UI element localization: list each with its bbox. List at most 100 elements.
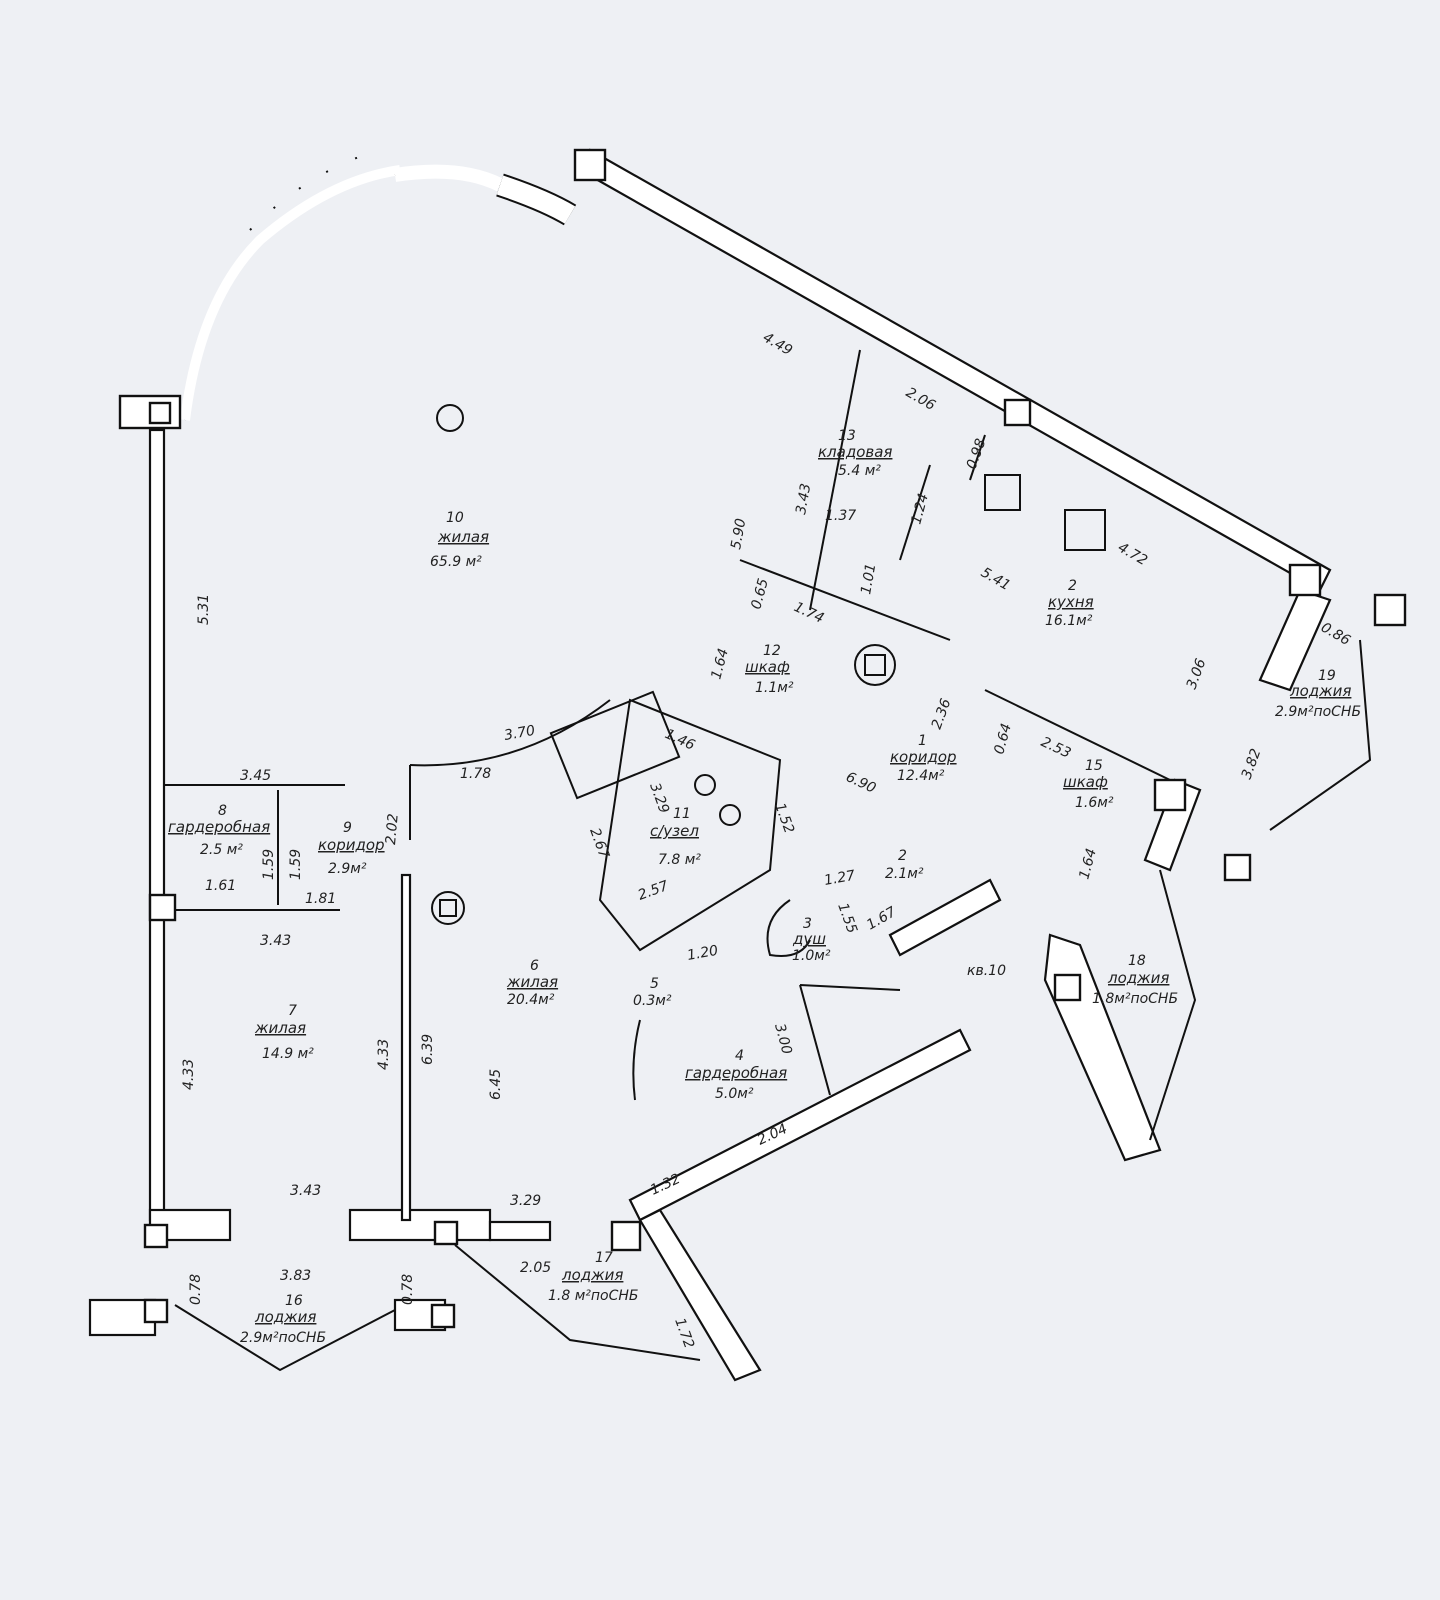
dimension-label: 1.37 [825, 508, 856, 524]
room-17-area: 1.8 м²поСНБ [548, 1288, 639, 1304]
column [143, 1298, 169, 1324]
room-15-name: шкаф [1063, 773, 1108, 791]
dimension-label: 0.78 [400, 1274, 416, 1305]
dimension-label: 1.01 [858, 562, 879, 595]
bathtub [549, 690, 681, 800]
room-13-number: 13 [838, 428, 856, 444]
room-19-number: 19 [1318, 668, 1336, 684]
room-13-name: кладовая [818, 443, 892, 461]
dimension-label: 1.64 [708, 647, 732, 681]
dimension-label: 1.20 [686, 943, 720, 964]
column [610, 1220, 642, 1252]
room-17-name: лоджия [561, 1266, 623, 1284]
partition-4-side [799, 984, 831, 1096]
room-4-number: 4 [735, 1048, 744, 1064]
dimension-label: 1.24 [908, 492, 932, 526]
sink-icon [719, 804, 741, 826]
dimension-label: 1.81 [305, 891, 336, 907]
se-exterior-wall [628, 1028, 972, 1222]
room-12-name: шкаф [745, 658, 790, 676]
room-10-area: 65.9 м² [430, 554, 482, 570]
room-4-name: гардеробная [685, 1064, 787, 1082]
room-8-area: 2.5 м² [200, 842, 243, 858]
dimension-label: 1.59 [288, 849, 304, 880]
partition-4-top [799, 984, 901, 991]
dimension-label: 1.59 [261, 849, 277, 880]
room-3-name: душ [792, 930, 826, 948]
room-2-name: кухня [1048, 593, 1094, 611]
room-17-number: 17 [595, 1250, 613, 1266]
room-18-name: лоджия [1107, 969, 1169, 987]
room-1-name: коридор [890, 748, 957, 766]
room-10-name: жилая [437, 528, 489, 546]
dimension-label: 2.05 [520, 1260, 551, 1276]
room-9-number: 9 [343, 820, 352, 836]
curved-partition-11 [409, 699, 611, 767]
riser-circle [431, 891, 465, 925]
partition-15-top [984, 689, 1171, 781]
dimension-label: 1.78 [460, 766, 491, 782]
shower-curve [766, 899, 811, 957]
room-18-area: 1.8м²поСНБ [1092, 991, 1178, 1007]
bottom-wall-mid [348, 1208, 492, 1242]
dimension-label: 0.78 [188, 1274, 204, 1305]
room-6-number: 6 [530, 958, 539, 974]
room-19-area: 2.9м²поСНБ [1275, 704, 1361, 720]
room-11-number: 11 [673, 806, 691, 822]
room-18-number: 18 [1128, 953, 1146, 969]
dimension-label: 3.43 [793, 482, 814, 515]
room-9-name: коридор [318, 836, 385, 854]
curved-partition-5 [632, 1019, 641, 1101]
room-5-number: 5 [650, 976, 659, 992]
dimension-label: 6.39 [420, 1034, 436, 1065]
dimension-label: 3.00 [771, 1022, 795, 1056]
room-12-area: 1.1м² [755, 680, 794, 696]
room-12-number: 12 [763, 643, 781, 659]
column [1003, 398, 1032, 427]
room-2b-number: 2 [898, 848, 907, 864]
apartment-label: кв.10 [967, 963, 1006, 979]
dimension-label: 3.70 [503, 723, 537, 744]
column [433, 1220, 459, 1246]
column [1288, 563, 1322, 597]
room-16-area: 2.9м²поСНБ [240, 1330, 326, 1346]
partition-6-7 [400, 873, 412, 1222]
dimension-label: 0.65 [748, 577, 772, 611]
loggia-17-railing [454, 1244, 701, 1361]
room-11-area: 7.8 м² [658, 852, 701, 868]
riser-square [439, 899, 457, 917]
column [143, 1223, 169, 1249]
loggia-16-railing [174, 1304, 396, 1372]
room-13-area: 5.4 м² [838, 463, 881, 479]
column [1153, 778, 1187, 812]
room-19-name: лоджия [1289, 682, 1351, 700]
room-16-number: 16 [285, 1293, 303, 1309]
column [1373, 593, 1407, 627]
dimension-label: 1.27 [823, 868, 857, 889]
columns [118, 148, 1407, 1329]
stove-icon [1064, 509, 1106, 551]
loggia-18-railing [1149, 869, 1197, 1141]
column [430, 1303, 456, 1329]
room-7-name: жилая [254, 1019, 306, 1037]
dimension-label: 2.02 [383, 813, 402, 846]
dimension-label: 5.31 [196, 594, 212, 625]
dimension-label: 3.43 [290, 1183, 321, 1199]
room-8-number: 8 [218, 803, 227, 819]
room-5-area: 0.3м² [633, 993, 672, 1009]
dimension-label: 6.45 [488, 1069, 504, 1100]
column [1053, 973, 1082, 1002]
room-2-area: 16.1м² [1045, 613, 1093, 629]
fixtures [431, 404, 1106, 925]
dimension-label: 4.33 [376, 1039, 392, 1070]
room-3-area: 1.0м² [792, 948, 831, 964]
loggia-17-wall [638, 1208, 762, 1382]
room-2b-area: 2.1м² [885, 866, 924, 882]
column [148, 893, 177, 922]
toilet-icon [694, 774, 716, 796]
partition-12-top [739, 559, 951, 641]
column [1223, 853, 1252, 882]
